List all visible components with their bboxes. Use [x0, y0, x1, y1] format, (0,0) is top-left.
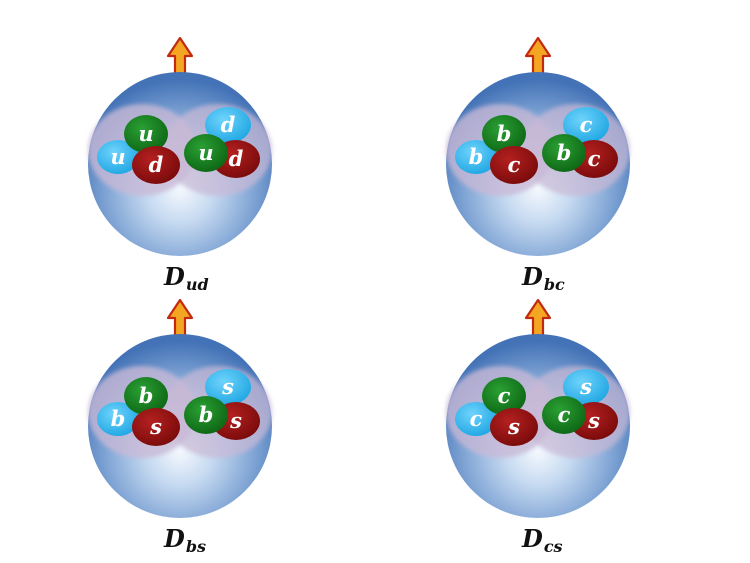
quark-flavor-label: s [221, 374, 234, 399]
spin-arrow-icon [524, 298, 552, 338]
green-quark-ball [482, 377, 526, 415]
quark: s [563, 369, 609, 405]
red-quark-ball [490, 146, 538, 184]
quark-flavor-label: s [149, 414, 162, 439]
quark-flavor-label: c [498, 383, 511, 408]
spin-arrow-icon [524, 36, 552, 76]
quark-flavor-label: u [198, 140, 213, 165]
blue-quark-ball [97, 402, 139, 436]
green-quark-ball [124, 377, 168, 415]
green-quark-ball [482, 115, 526, 153]
state-label-subscript: ud [186, 275, 209, 294]
green-quark-ball [542, 134, 586, 172]
quark: s [490, 408, 538, 446]
quark-flavor-label: s [507, 414, 520, 439]
quark: b [542, 134, 586, 172]
blue-quark-ball [455, 140, 497, 174]
quark-flavor-label: u [110, 144, 125, 169]
quark: b [482, 115, 526, 153]
quark: u [184, 134, 228, 172]
blue-quark-ball [563, 107, 609, 143]
blue-quark-ball [97, 140, 139, 174]
red-quark-ball [132, 146, 180, 184]
quark-flavor-label: c [580, 112, 593, 137]
quark-flavor-label: d [229, 146, 244, 171]
state-label-subscript: bc [544, 275, 565, 294]
state-label-main: D [521, 262, 543, 291]
quark-flavor-label: b [139, 383, 154, 408]
quark-flavor-label: s [229, 408, 242, 433]
state-label: Dud [163, 262, 209, 294]
green-quark-ball [124, 115, 168, 153]
red-quark-ball [490, 408, 538, 446]
quark: c [542, 396, 586, 434]
quark: b [97, 402, 139, 436]
green-quark-ball [184, 134, 228, 172]
quark: s [205, 369, 251, 405]
green-quark-ball [184, 396, 228, 434]
quark-flavor-label: c [508, 152, 521, 177]
quark-flavor-label: u [138, 121, 153, 146]
state-label: Dcs [521, 524, 563, 556]
quark: s [132, 408, 180, 446]
quark-flavor-label: b [469, 144, 484, 169]
quark: u [124, 115, 168, 153]
quark-flavor-label: b [557, 140, 572, 165]
quark-flavor-label: c [588, 146, 601, 171]
spin-arrow-icon [166, 36, 194, 76]
quark-flavor-label: s [579, 374, 592, 399]
state-label-main: D [163, 524, 185, 553]
state-label: Dbc [521, 262, 565, 294]
spin-arrow-icon [166, 298, 194, 338]
quark-flavor-label: b [111, 406, 126, 431]
quark: c [563, 107, 609, 143]
blue-quark-ball [205, 107, 251, 143]
state-label-subscript: bs [186, 537, 206, 556]
blue-quark-ball [455, 402, 497, 436]
quark-flavor-label: b [199, 402, 214, 427]
quark-flavor-label: b [497, 121, 512, 146]
red-quark-ball [132, 408, 180, 446]
state-label-main: D [521, 524, 543, 553]
quark-flavor-label: d [221, 112, 236, 137]
quark: d [205, 107, 251, 143]
quark-flavor-label: d [149, 152, 164, 177]
quark: d [132, 146, 180, 184]
blue-quark-ball [563, 369, 609, 405]
quark: c [482, 377, 526, 415]
quark: c [455, 402, 497, 436]
state-label: Dbs [163, 524, 206, 556]
quark: u [97, 140, 139, 174]
quark-flavor-label: c [470, 406, 483, 431]
quark: b [455, 140, 497, 174]
quark-flavor-label: s [587, 408, 600, 433]
quark: c [490, 146, 538, 184]
state-label-main: D [163, 262, 185, 291]
quark: b [124, 377, 168, 415]
green-quark-ball [542, 396, 586, 434]
quark-flavor-label: c [558, 402, 571, 427]
quark: b [184, 396, 228, 434]
state-label-subscript: cs [544, 537, 563, 556]
blue-quark-ball [205, 369, 251, 405]
